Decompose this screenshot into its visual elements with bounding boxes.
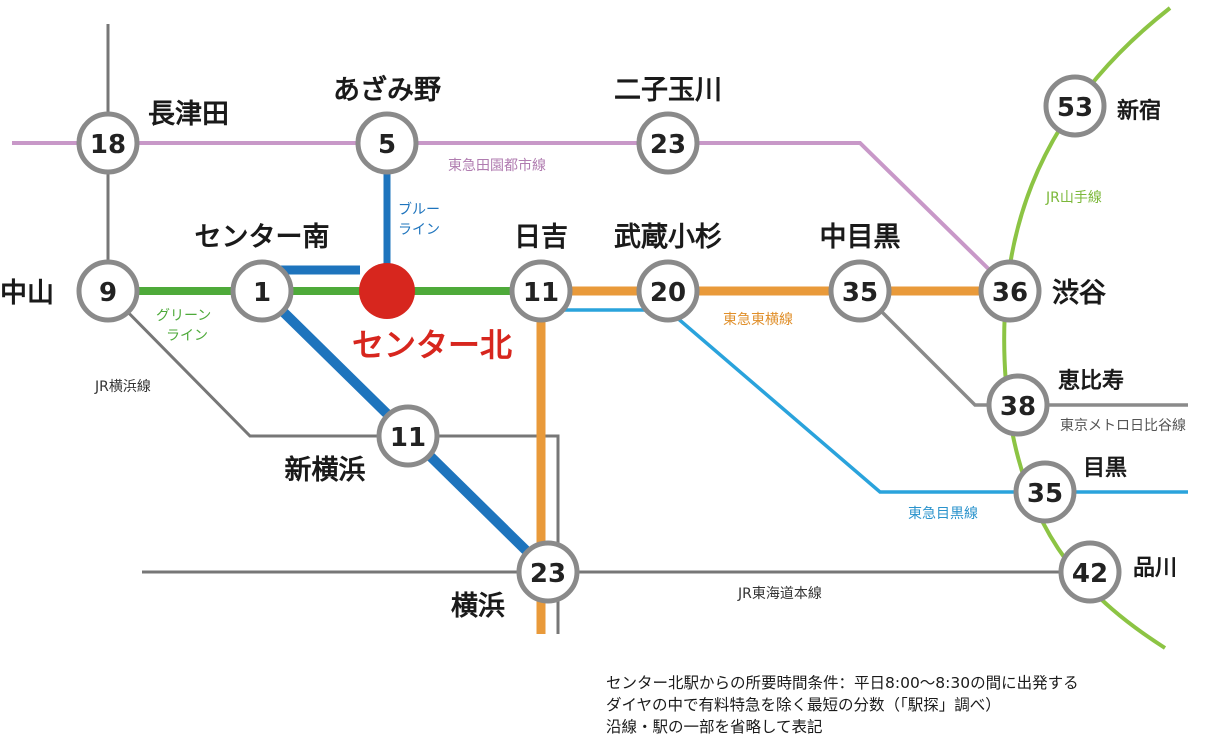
minutes-futakotamagawa: 23 — [650, 130, 686, 160]
minutes-nakayama: 9 — [99, 278, 117, 308]
station-azamino: 5 — [355, 111, 419, 175]
station-hiyoshi: 11 — [509, 259, 573, 323]
station-ebisu: 38 — [986, 373, 1050, 437]
station-yokohama: 23 — [516, 540, 580, 604]
minutes-yokohama: 23 — [530, 559, 566, 589]
yokohama-jr-label: JR横浜線 — [94, 379, 151, 395]
toyoko-label: 東急東横線 — [723, 312, 793, 328]
name-shinyokohama: 新横浜 — [285, 454, 366, 486]
green-line-label-1: グリーン — [156, 308, 211, 324]
name-nakayama: 中山 — [0, 278, 54, 309]
minutes-meguro: 35 — [1027, 479, 1063, 509]
meguro-line-label: 東急目黒線 — [908, 506, 978, 522]
hibiya-line — [858, 288, 1188, 407]
minutes-hiyoshi: 11 — [523, 278, 559, 308]
station-center-minami: 1 — [230, 259, 294, 323]
denentoshi-line — [12, 141, 1012, 292]
name-meguro: 目黒 — [1083, 456, 1127, 481]
name-center-minami: センター南 — [195, 222, 330, 253]
station-shinyokohama: 11 — [376, 404, 440, 468]
green-line-label-2: ライン — [166, 328, 208, 344]
hibiya-label: 東京メトロ日比谷線 — [1060, 418, 1186, 434]
minutes-shibuya: 36 — [992, 278, 1028, 308]
station-shibuya: 36 — [978, 259, 1042, 323]
denentoshi-label: 東急田園都市線 — [448, 157, 546, 174]
name-shinjuku: 新宿 — [1117, 98, 1161, 124]
station-shinjuku: 53 — [1043, 74, 1107, 138]
name-azamino: あざみ野 — [333, 74, 441, 106]
minutes-shinjuku: 53 — [1057, 93, 1093, 123]
footnote-line-3: 沿線・駅の一部を省略して表記 — [606, 718, 823, 736]
name-musashikosugi: 武蔵小杉 — [614, 222, 722, 253]
minutes-nagatsuta: 18 — [90, 130, 126, 160]
station-shinagawa: 42 — [1058, 540, 1122, 604]
station-nagatsuta: 18 — [76, 111, 140, 175]
minutes-musashikosugi: 20 — [650, 278, 686, 308]
name-futakotamagawa: 二子玉川 — [614, 75, 722, 106]
name-ebisu: 恵比寿 — [1058, 368, 1124, 394]
name-hiyoshi: 日吉 — [514, 222, 568, 253]
blue-line-label-2: ライン — [398, 222, 440, 238]
station-nakameguro: 35 — [828, 259, 892, 323]
footnotes: センター北駅からの所要時間条件：平日8:00〜8:30の間に出発する ダイヤの中… — [606, 672, 1206, 738]
name-nagatsuta: 長津田 — [148, 99, 229, 130]
name-yokohama: 横浜 — [451, 591, 505, 622]
station-nakayama: 9 — [76, 259, 140, 323]
minutes-azamino: 5 — [378, 130, 396, 160]
name-nakameguro: 中目黒 — [820, 222, 901, 253]
blue-line-label-1: ブルー — [398, 201, 440, 218]
minutes-shinagawa: 42 — [1072, 559, 1108, 589]
minutes-shinyokohama: 11 — [390, 423, 426, 453]
minutes-ebisu: 38 — [1000, 392, 1036, 422]
minutes-center-minami: 1 — [253, 278, 271, 308]
name-shinagawa: 品川 — [1133, 556, 1177, 581]
minutes-nakameguro: 35 — [842, 278, 878, 308]
name-shibuya: 渋谷 — [1052, 278, 1107, 309]
station-futakotamagawa: 23 — [636, 111, 700, 175]
footnote-line-1: センター北駅からの所要時間条件：平日8:00〜8:30の間に出発する — [606, 674, 1079, 692]
station-center-kita — [359, 263, 415, 319]
name-center-kita: センター北 — [352, 326, 512, 364]
tokaido-label: JR東海道本線 — [737, 586, 822, 602]
station-meguro: 35 — [1013, 460, 1077, 524]
yamanote-label: JR山手線 — [1045, 190, 1102, 206]
footnote-line-2: ダイヤの中で有料特急を除く最短の分数（「駅探」調べ） — [606, 696, 1001, 714]
station-musashikosugi: 20 — [636, 259, 700, 323]
